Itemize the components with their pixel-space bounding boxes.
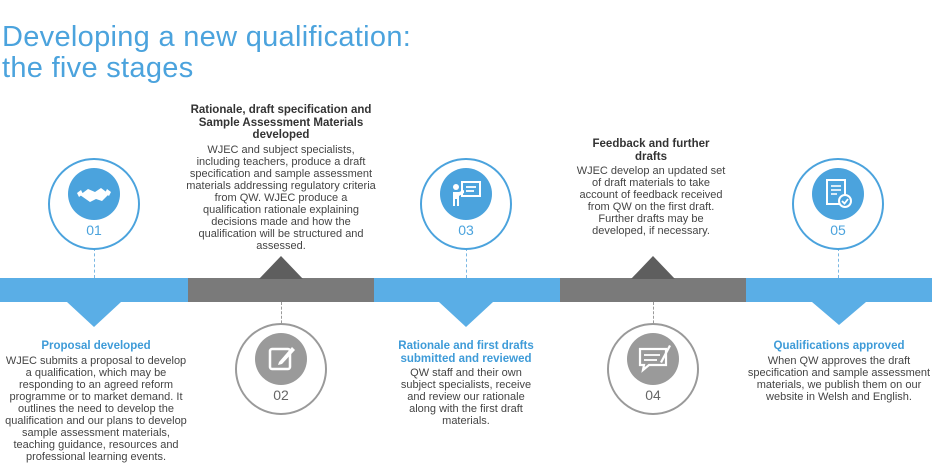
pointer-stage-1 (67, 302, 121, 327)
stage-1-badge: 01 (48, 158, 140, 250)
stage-4-badge: 04 (607, 323, 699, 415)
stage-2-text: Rationale, draft specification and Sampl… (186, 104, 376, 252)
handshake-icon (68, 168, 120, 220)
stage-number: 05 (830, 222, 846, 238)
title-line-2: the five stages (2, 52, 194, 84)
stage-description: WJEC submits a proposal to develop a qua… (5, 354, 187, 463)
timeline-segment-3 (374, 278, 560, 302)
timeline-segment-5 (746, 278, 932, 302)
timeline-segment-2 (188, 278, 374, 302)
stage-number: 04 (645, 387, 661, 403)
stage-3-text: Rationale and first drafts submitted and… (396, 340, 536, 427)
stage-1-text: Proposal developed WJEC submits a propos… (2, 340, 190, 463)
connector-stage-5 (838, 248, 839, 278)
stage-3-badge: 03 (420, 158, 512, 250)
timeline-segment-1 (0, 278, 188, 302)
connector-stage-3 (466, 248, 467, 278)
pointer-stage-3 (439, 302, 493, 327)
stage-heading: Qualifications approved (773, 340, 905, 352)
stage-2-badge: 02 (235, 323, 327, 415)
pointer-stage-4 (631, 256, 675, 279)
edit-icon (255, 333, 307, 385)
connector-stage-4 (653, 302, 654, 328)
feedback-icon (627, 333, 679, 385)
stage-description: QW staff and their own subject specialis… (400, 367, 532, 427)
title-line-1: Developing a new qualification: (2, 21, 412, 53)
stage-number: 02 (273, 387, 289, 403)
stage-heading: Rationale, draft specification and Sampl… (190, 104, 372, 141)
timeline-segment-4 (560, 278, 746, 302)
stage-description: WJEC develop an updated set of draft mat… (576, 165, 726, 237)
stage-description: WJEC and subject specialists, including … (186, 143, 376, 252)
pointer-stage-5 (812, 302, 866, 325)
connector-stage-2 (281, 302, 282, 328)
approved-document-icon (812, 168, 864, 220)
stage-number: 01 (86, 222, 102, 238)
stage-5-text: Qualifications approved When QW approves… (746, 340, 932, 403)
page-title: Developing a new qualification: the five… (2, 22, 482, 84)
presenter-icon (440, 168, 492, 220)
stage-4-text: Feedback and further drafts WJEC develop… (576, 138, 726, 237)
stage-number: 03 (458, 222, 474, 238)
connector-stage-1 (94, 248, 95, 278)
stage-description: When QW approves the draft specification… (747, 354, 931, 403)
pointer-stage-2 (259, 256, 303, 279)
stage-heading: Feedback and further drafts (592, 138, 710, 163)
stage-heading: Rationale and first drafts submitted and… (398, 340, 534, 365)
stage-heading: Proposal developed (41, 340, 151, 352)
stage-5-badge: 05 (792, 158, 884, 250)
